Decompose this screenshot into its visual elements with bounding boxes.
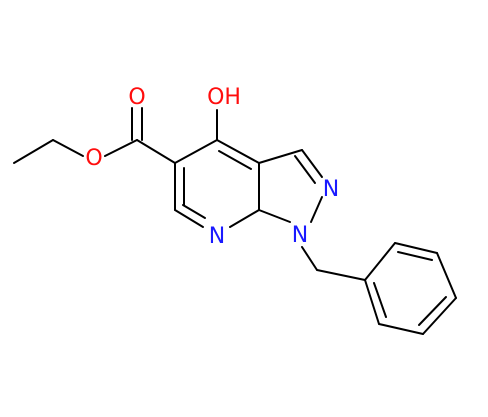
bond-c3-n2-b [294,155,316,184]
bond-n1-c7a [258,209,291,223]
bond-c5-c4 [174,139,218,164]
bond-ph-2-3-inner [397,251,433,261]
bond-ph-6-1-inner [373,282,387,318]
ester-oxygen-label: O [85,146,102,171]
bond-c7a-n7 [229,209,260,228]
hydroxyl-label: OH [207,85,241,110]
bond-c3-n2-a [301,149,323,178]
atom-labels: OH O O N N N [85,85,339,249]
bond-n2-n1 [310,196,323,223]
bond-lines [13,107,457,335]
bond-n7-c6-inner [182,204,206,219]
carbonyl-oxygen-label: O [128,85,145,110]
bond-ph-4-5 [422,297,457,335]
bond-ph-4-5-inner [418,296,447,326]
bond-ph-6-1 [364,279,380,325]
pyrazole-n2-label: N [323,177,339,202]
bond-ch3-ch2 [13,139,54,164]
bond-ph-5-6 [378,323,424,335]
bond-ch2-o-ester [52,139,84,157]
pyrazole-n1-label: N [292,223,308,248]
bond-c3a-c3 [258,149,303,164]
pyridine-n-label: N [209,224,225,249]
bond-c4-c3a-inner [218,150,252,170]
bond-ph-1-2 [364,242,396,281]
bond-carbonyl-c-c5 [136,139,176,164]
bond-o-ester-carbonyl-c [104,139,138,157]
bond-ph-2-3 [394,242,438,254]
bond-ph-3-4 [436,252,457,299]
bond-n1-ch2 [301,246,318,271]
bond-ch2-ph [316,269,366,281]
bond-n7-c6 [174,209,204,228]
bond-c4-c3a [216,139,260,164]
